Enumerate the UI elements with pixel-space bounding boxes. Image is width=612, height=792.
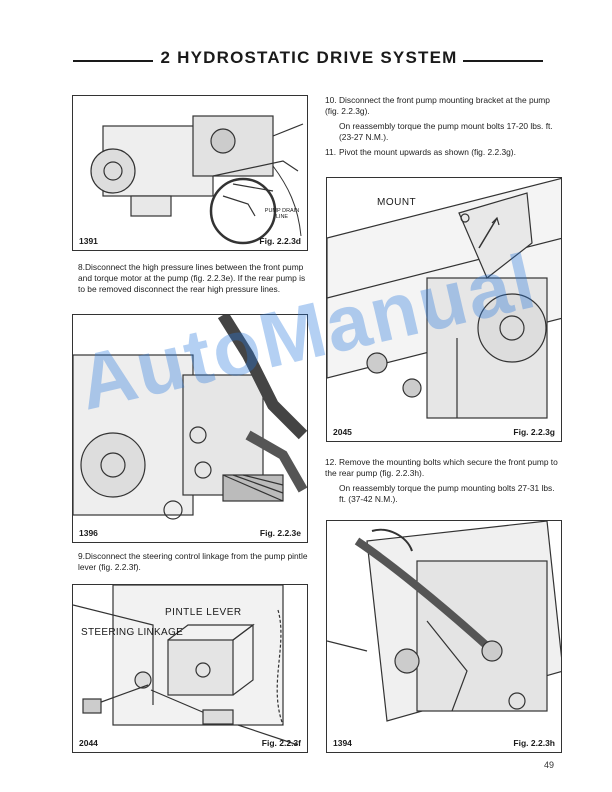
step-9: 9.Disconnect the steering control linkag…: [78, 551, 308, 573]
step-text: Pivot the mount upwards as shown (fig. 2…: [339, 147, 516, 157]
step-number: 10.: [325, 95, 337, 105]
figure-caption: Fig. 2.2.3g: [513, 427, 555, 437]
step-number: 9.: [78, 551, 85, 561]
figure-caption: Fig. 2.2.3f: [261, 738, 301, 748]
step-text: Disconnect the steering control linkage …: [78, 551, 308, 572]
figure-caption: Fig. 2.2.3h: [513, 738, 555, 748]
step-12-note: On reassembly torque the pump mounting b…: [339, 483, 555, 504]
pintle-lever-label: PINTLE LEVER: [165, 607, 242, 618]
page-title: 2 HYDROSTATIC DRIVE SYSTEM: [160, 48, 458, 67]
step-10-note: On reassembly torque the pump mount bolt…: [339, 121, 553, 142]
figure-2-2-3f-illustration: [73, 585, 299, 746]
figure-number: 1391: [79, 236, 98, 246]
mount-label: MOUNT: [377, 197, 417, 208]
step-12-main: 12.Remove the mounting bolts which secur…: [325, 457, 563, 479]
figure-number: 1396: [79, 528, 98, 538]
pump-drain-line-callout: PUMP DRAIN LINE: [264, 208, 300, 220]
figure-2-2-3h: 1394 Fig. 2.2.3h: [326, 520, 562, 753]
step-number: 8.: [78, 262, 85, 272]
header-rule-left: [73, 60, 153, 62]
step-text: Disconnect the high pressure lines betwe…: [78, 262, 306, 294]
step-11: 11.Pivot the mount upwards as shown (fig…: [325, 147, 563, 158]
figure-caption: Fig. 2.2.3d: [259, 236, 301, 246]
step-number: 11.: [325, 147, 337, 157]
step-8: 8.Disconnect the high pressure lines bet…: [78, 262, 308, 295]
step-number: 12.: [325, 457, 337, 467]
figure-2-2-3g-illustration: [327, 178, 561, 419]
steering-linkage-label: STEERING LINKAGE: [81, 627, 184, 638]
figure-number: 2044: [79, 738, 98, 748]
figure-2-2-3e-illustration: [73, 315, 307, 520]
page-header: 2 HYDROSTATIC DRIVE SYSTEM: [73, 48, 543, 72]
figure-2-2-3h-illustration: [327, 521, 561, 722]
step-text: Disconnect the front pump mounting brack…: [325, 95, 550, 116]
header-rule-right: [463, 60, 543, 62]
figure-caption: Fig. 2.2.3e: [259, 528, 301, 538]
figure-2-2-3f: PINTLE LEVER STEERING LINKAGE 2044 Fig. …: [72, 584, 308, 753]
page-number: 49: [543, 760, 554, 770]
figure-2-2-3g: MOUNT 2045 Fig. 2.2.3g: [326, 177, 562, 442]
figure-number: 1394: [333, 738, 352, 748]
step-text: Remove the mounting bolts which secure t…: [325, 457, 558, 478]
step-10: 10.Disconnect the front pump mounting br…: [325, 95, 563, 117]
steps-10-11: 10.Disconnect the front pump mounting br…: [325, 95, 563, 158]
step-12: 12.Remove the mounting bolts which secur…: [325, 457, 563, 505]
figure-number: 2045: [333, 427, 352, 437]
figure-2-2-3d: PUMP DRAIN LINE 1391 Fig. 2.2.3d: [72, 95, 308, 251]
figure-2-2-3d-illustration: [90, 115, 304, 245]
figure-2-2-3e: 1396 Fig. 2.2.3e: [72, 314, 308, 543]
